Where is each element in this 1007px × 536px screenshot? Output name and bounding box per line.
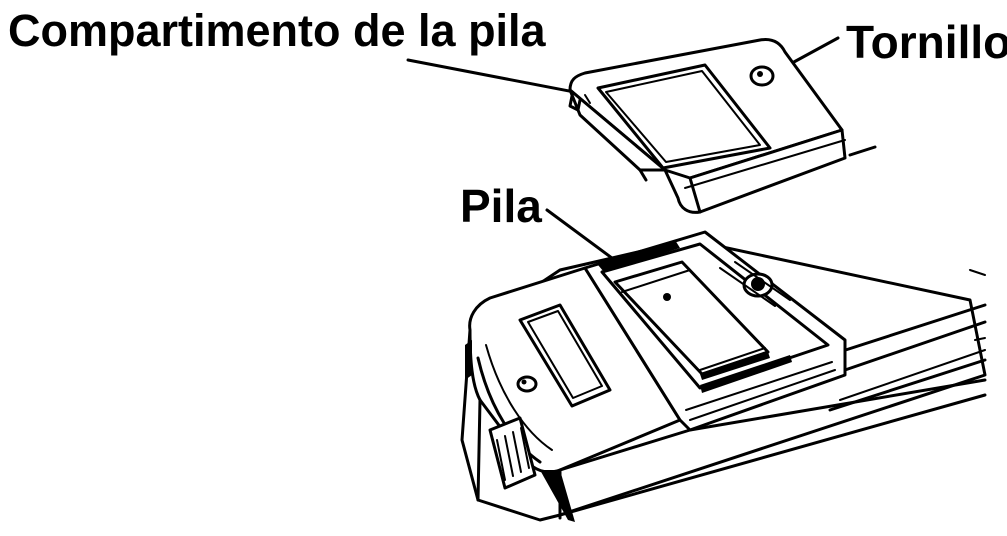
battery-terminal-dot [663,293,671,301]
battery-compartment-cover [568,38,877,214]
label-battery: Pila [460,180,542,232]
label-battery-compartment: Compartimento de la pila [8,5,547,56]
side-latch [488,416,537,490]
label-screw: Tornillo [846,16,1007,68]
battery [613,260,770,380]
end-cap-screw-hole [516,375,538,393]
